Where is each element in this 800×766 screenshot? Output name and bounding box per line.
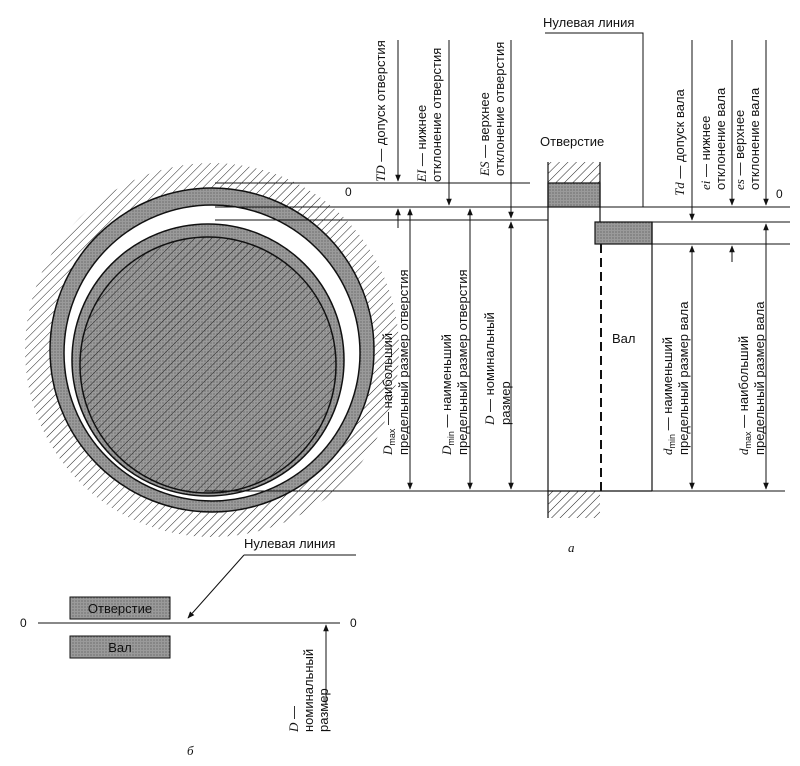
b-hole-label: Отверстие xyxy=(88,601,152,616)
svg-text:размер: размер xyxy=(316,688,331,732)
svg-text:ES — верхнее: ES — верхнее xyxy=(477,92,492,177)
ei-label: EI — нижнее отклонение отверстия xyxy=(414,48,444,183)
zero-line-label-b: Нулевая линия xyxy=(244,536,335,551)
b-zero-left: 0 xyxy=(20,616,27,630)
ei-shaft-label: ei — нижнее отклонение вала xyxy=(698,87,728,190)
svg-text:номинальный: номинальный xyxy=(301,649,316,732)
svg-text:отклонение вала: отклонение вала xyxy=(747,87,762,190)
shaft-hatched-core xyxy=(79,236,337,494)
hole-tolerance-block xyxy=(547,182,601,208)
zero-line-leader-b xyxy=(187,554,245,619)
es-shaft-label: es — верхнее отклонение вала xyxy=(732,87,762,190)
dmax-shaft-label: dmax — наибольший предельный размер вала xyxy=(736,301,767,455)
figure-b: Нулевая линия Отверстие 0 0 Вал D — номи… xyxy=(20,536,357,758)
svg-text:предельный размер вала: предельный размер вала xyxy=(752,301,767,455)
td-label: TD — допуск отверстия xyxy=(373,40,388,182)
zero-line-leader-a xyxy=(545,32,644,207)
svg-text:ei — нижнее: ei — нижнее xyxy=(698,116,713,190)
hole-title: Отверстие xyxy=(540,134,604,149)
svg-text:предельный размер вала: предельный размер вала xyxy=(676,301,691,455)
svg-text:D —: D — xyxy=(286,706,301,733)
svg-text:отклонение отверстия: отклонение отверстия xyxy=(492,42,507,176)
svg-text:Dmin — наименьший: Dmin — наименьший xyxy=(439,334,456,456)
svg-text:dmax — наибольший: dmax — наибольший xyxy=(736,336,753,455)
hole-wall-top xyxy=(548,162,600,183)
b-hole-block xyxy=(69,596,171,620)
fig-b-label: б xyxy=(187,743,194,758)
td-shaft-label: Td — допуск вала xyxy=(672,88,687,196)
svg-text:предельный размер отверстия: предельный размер отверстия xyxy=(396,269,411,455)
dmin-label: Dmin — наименьший предельный размер отве… xyxy=(439,269,470,456)
es-label: ES — верхнее отклонение отверстия xyxy=(477,42,507,177)
b-zero-right: 0 xyxy=(350,616,357,630)
zero-right-label: 0 xyxy=(776,187,783,201)
svg-text:D — номинальный: D — номинальный xyxy=(482,312,497,426)
svg-text:es — верхнее: es — верхнее xyxy=(732,110,747,190)
dmin-shaft-label: dmin — наименьший предельный размер вала xyxy=(660,301,691,455)
zero-left-label: 0 xyxy=(345,185,352,199)
svg-text:отклонение отверстия: отклонение отверстия xyxy=(429,48,444,182)
svg-text:отклонение вала: отклонение вала xyxy=(713,87,728,190)
fig-a-label: а xyxy=(568,540,575,555)
svg-text:размер: размер xyxy=(498,381,513,425)
b-shaft-block xyxy=(69,635,171,659)
hole-wall-bottom xyxy=(548,491,600,518)
b-shaft-label: Вал xyxy=(108,640,132,655)
svg-text:предельный размер отверстия: предельный размер отверстия xyxy=(455,269,470,455)
dmax-label: Dmax — наибольший предельный размер отве… xyxy=(380,269,411,456)
svg-text:Dmax — наибольший: Dmax — наибольший xyxy=(380,333,397,456)
d-label: D — номинальный размер xyxy=(482,312,513,426)
dimension-arrows-right xyxy=(689,40,769,490)
b-d-label: D — номинальный размер xyxy=(286,649,331,733)
zero-line-label-a: Нулевая линия xyxy=(543,15,634,30)
shaft-title: Вал xyxy=(612,331,636,346)
svg-text:Td — допуск вала: Td — допуск вала xyxy=(672,88,687,196)
hole-shaft-section xyxy=(547,162,653,518)
reference-lines xyxy=(205,182,790,492)
dimension-arrows-left xyxy=(395,40,514,490)
svg-text:TD — допуск отверстия: TD — допуск отверстия xyxy=(373,40,388,182)
circle-section xyxy=(25,163,399,537)
shaft-tolerance-block xyxy=(594,221,653,245)
svg-text:EI — нижнее: EI — нижнее xyxy=(414,105,429,183)
svg-text:dmin — наименьший: dmin — наименьший xyxy=(660,337,677,455)
